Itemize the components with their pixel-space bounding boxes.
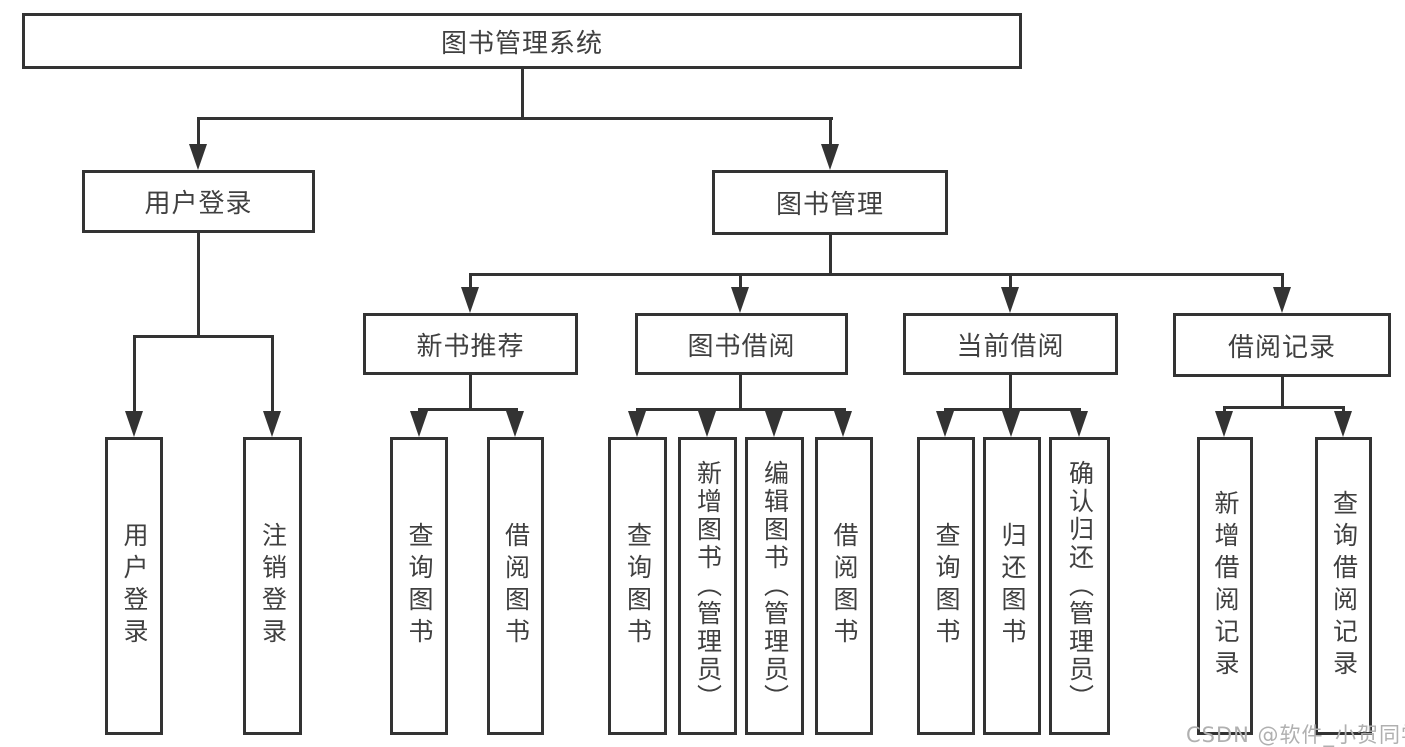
node-borrowing-records-label: 借阅记录	[1227, 332, 1336, 363]
node-current-borrowing: 当前借阅	[903, 313, 1118, 375]
leaf-borrow-books-2-label: 借阅图书	[830, 522, 859, 650]
csdn-watermark: CSDN @软件_小贺同学	[1186, 723, 1405, 747]
connector-line	[469, 375, 472, 411]
leaf-query-books-1-label: 查询图书	[405, 522, 434, 650]
connector-line	[197, 233, 200, 337]
connector-line	[636, 408, 846, 411]
connector-line	[418, 408, 518, 411]
leaf-query-books-2-label: 查询图书	[623, 522, 653, 650]
leaf-borrow-books-2: 借阅图书	[815, 437, 873, 735]
leaf-query-borrow-record-label: 查询借阅记录	[1329, 490, 1359, 682]
arrowhead-down-icon	[731, 287, 749, 313]
arrowhead-down-icon	[410, 411, 428, 437]
node-new-book-recommend: 新书推荐	[363, 313, 578, 375]
leaf-logout-label: 注销登录	[258, 522, 288, 650]
connector-line	[1009, 375, 1012, 411]
connector-line	[829, 117, 832, 147]
arrowhead-down-icon	[461, 287, 479, 313]
leaf-borrow-books-1-label: 借阅图书	[501, 522, 531, 650]
arrowhead-down-icon	[821, 144, 839, 170]
node-library-system: 图书管理系统	[22, 13, 1022, 69]
arrowhead-down-icon	[125, 411, 143, 437]
connector-line	[829, 235, 832, 276]
connector-line	[1223, 406, 1344, 409]
node-book-borrowing-label: 图书借阅	[687, 331, 796, 362]
leaf-add-borrow-record: 新增借阅记录	[1197, 437, 1253, 735]
node-library-system-label: 图书管理系统	[440, 28, 603, 59]
arrowhead-down-icon	[1070, 411, 1088, 437]
leaf-query-borrow-record: 查询借阅记录	[1315, 437, 1372, 735]
leaf-user-login-label: 用户登录	[120, 522, 149, 650]
leaf-add-book-admin: 新增图书（管理员）	[678, 437, 737, 735]
leaf-return-book: 归还图书	[983, 437, 1041, 735]
connector-line	[521, 69, 524, 119]
leaf-confirm-return-admin-label: 确认归还（管理员）	[1065, 460, 1095, 712]
arrowhead-down-icon	[834, 411, 852, 437]
node-book-management: 图书管理	[712, 170, 948, 235]
arrowhead-down-icon	[628, 411, 646, 437]
leaf-add-borrow-record-label: 新增借阅记录	[1211, 490, 1240, 682]
arrowhead-down-icon	[189, 144, 207, 170]
node-user-login-label: 用户登录	[144, 189, 253, 219]
arrowhead-down-icon	[1334, 411, 1352, 437]
leaf-logout: 注销登录	[243, 437, 302, 735]
arrowhead-down-icon	[698, 411, 716, 437]
leaf-query-books-3-label: 查询图书	[932, 522, 961, 650]
leaf-confirm-return-admin: 确认归还（管理员）	[1049, 437, 1110, 735]
leaf-add-book-admin-label: 新增图书（管理员）	[693, 460, 723, 712]
connector-line	[1281, 377, 1284, 408]
leaf-query-books-2: 查询图书	[608, 437, 667, 735]
arrowhead-down-icon	[1215, 411, 1233, 437]
leaf-edit-book-admin: 编辑图书（管理员）	[745, 437, 804, 735]
leaf-user-login: 用户登录	[105, 437, 163, 735]
connector-line	[1223, 406, 1226, 415]
leaf-query-books-1: 查询图书	[390, 437, 448, 735]
connector-line	[1342, 406, 1345, 415]
connector-line	[133, 335, 136, 413]
connector-line	[197, 117, 200, 147]
connector-line	[469, 273, 472, 290]
leaf-edit-book-admin-label: 编辑图书（管理员）	[760, 460, 790, 712]
node-borrowing-records: 借阅记录	[1173, 313, 1391, 377]
arrowhead-down-icon	[765, 411, 783, 437]
arrowhead-down-icon	[936, 411, 954, 437]
arrowhead-down-icon	[1001, 287, 1019, 313]
connector-line	[469, 273, 1284, 276]
node-book-management-label: 图书管理	[775, 190, 884, 220]
node-current-borrowing-label: 当前借阅	[956, 331, 1065, 362]
arrowhead-down-icon	[1002, 411, 1020, 437]
connector-line	[1281, 273, 1284, 290]
arrowhead-down-icon	[506, 411, 524, 437]
connector-line	[133, 335, 274, 338]
leaf-borrow-books-1: 借阅图书	[487, 437, 544, 735]
arrowhead-down-icon	[263, 411, 281, 437]
arrowhead-down-icon	[1273, 287, 1291, 313]
node-user-login: 用户登录	[82, 170, 315, 233]
leaf-query-books-3: 查询图书	[917, 437, 975, 735]
connector-line	[1009, 273, 1012, 290]
connector-line	[739, 375, 742, 411]
connector-line	[197, 117, 833, 120]
node-new-book-recommend-label: 新书推荐	[416, 331, 525, 362]
connector-line	[271, 335, 274, 413]
leaf-return-book-label: 归还图书	[998, 522, 1027, 650]
connector-line	[739, 273, 742, 290]
node-book-borrowing: 图书借阅	[635, 313, 848, 375]
